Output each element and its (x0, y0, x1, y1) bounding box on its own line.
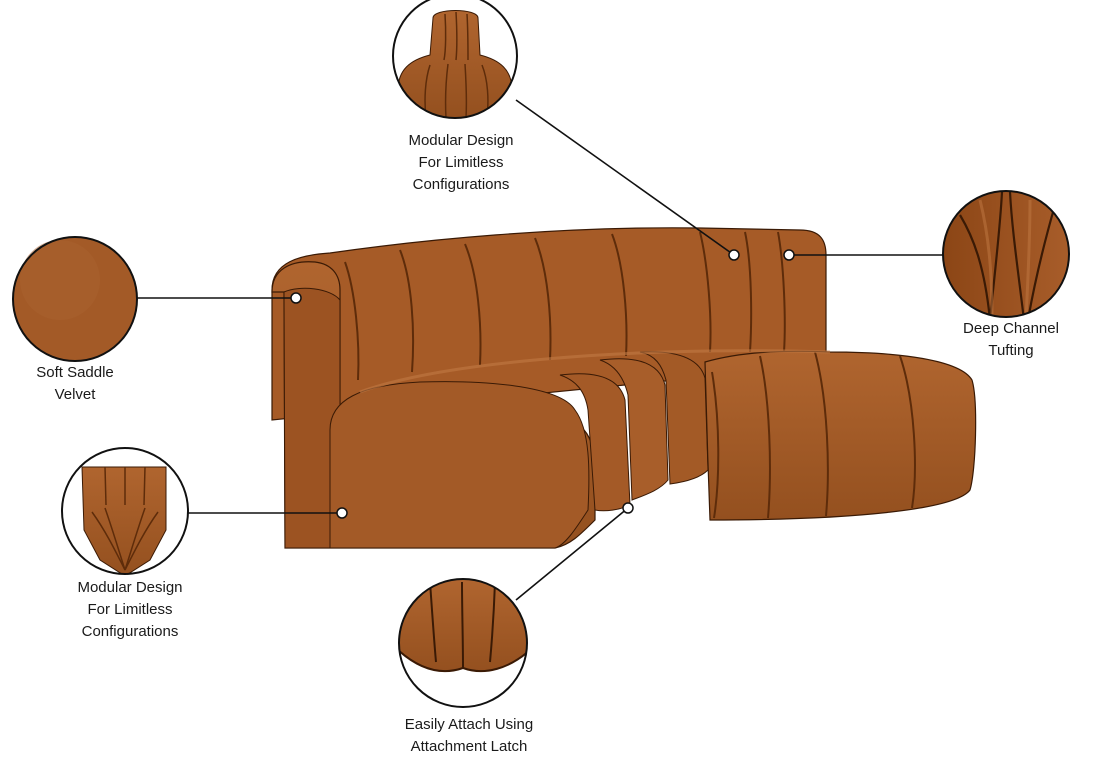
callout-label-right: Deep Channel Tufting (941, 318, 1081, 362)
channel-tufting-detail-icon (942, 190, 1070, 318)
corner-module-icon (61, 447, 189, 575)
sofa-right-seat (704, 350, 977, 521)
callout-line: Modular Design (408, 132, 514, 149)
callout-line: Configurations (412, 176, 510, 193)
callout-label-bottom: Easily Attach Using Attachment Latch (384, 714, 554, 758)
callout-line: Modular Design (77, 579, 183, 596)
callout-line: Configurations (81, 623, 179, 640)
velvet-swatch-icon (12, 236, 138, 362)
callout-label-left-bottom: Modular Design For Limitless Configurati… (55, 577, 205, 643)
callout-line: Tufting (988, 342, 1034, 359)
back-channels (344, 231, 786, 381)
anchor-dot-left-bottom (336, 507, 348, 519)
callout-label-top: Modular Design For Limitless Configurati… (386, 130, 536, 196)
callout-label-left-top: Soft Saddle Velvet (10, 362, 140, 406)
callout-line: For Limitless (418, 154, 504, 171)
sofa (271, 227, 977, 549)
anchor-dots (290, 249, 795, 519)
anchor-dot-left-top (290, 292, 302, 304)
middle-seat (559, 351, 709, 512)
callout-line: Velvet (54, 386, 96, 403)
anchor-dot-bottom (622, 502, 634, 514)
right-seat-channels (711, 351, 916, 519)
callout-line: For Limitless (87, 601, 173, 618)
armless-chair-module-icon (392, 0, 518, 119)
attachment-latch-detail-icon (398, 578, 528, 708)
leader-lines (137, 99, 943, 601)
callout-line: Attachment Latch (410, 738, 528, 755)
callout-line: Deep Channel (963, 320, 1059, 337)
callout-line: Soft Saddle (36, 364, 114, 381)
anchor-dot-top (728, 249, 740, 261)
anchor-dot-right (783, 249, 795, 261)
sofa-left-seat-front (329, 381, 590, 549)
callout-line: Easily Attach Using (404, 716, 534, 733)
